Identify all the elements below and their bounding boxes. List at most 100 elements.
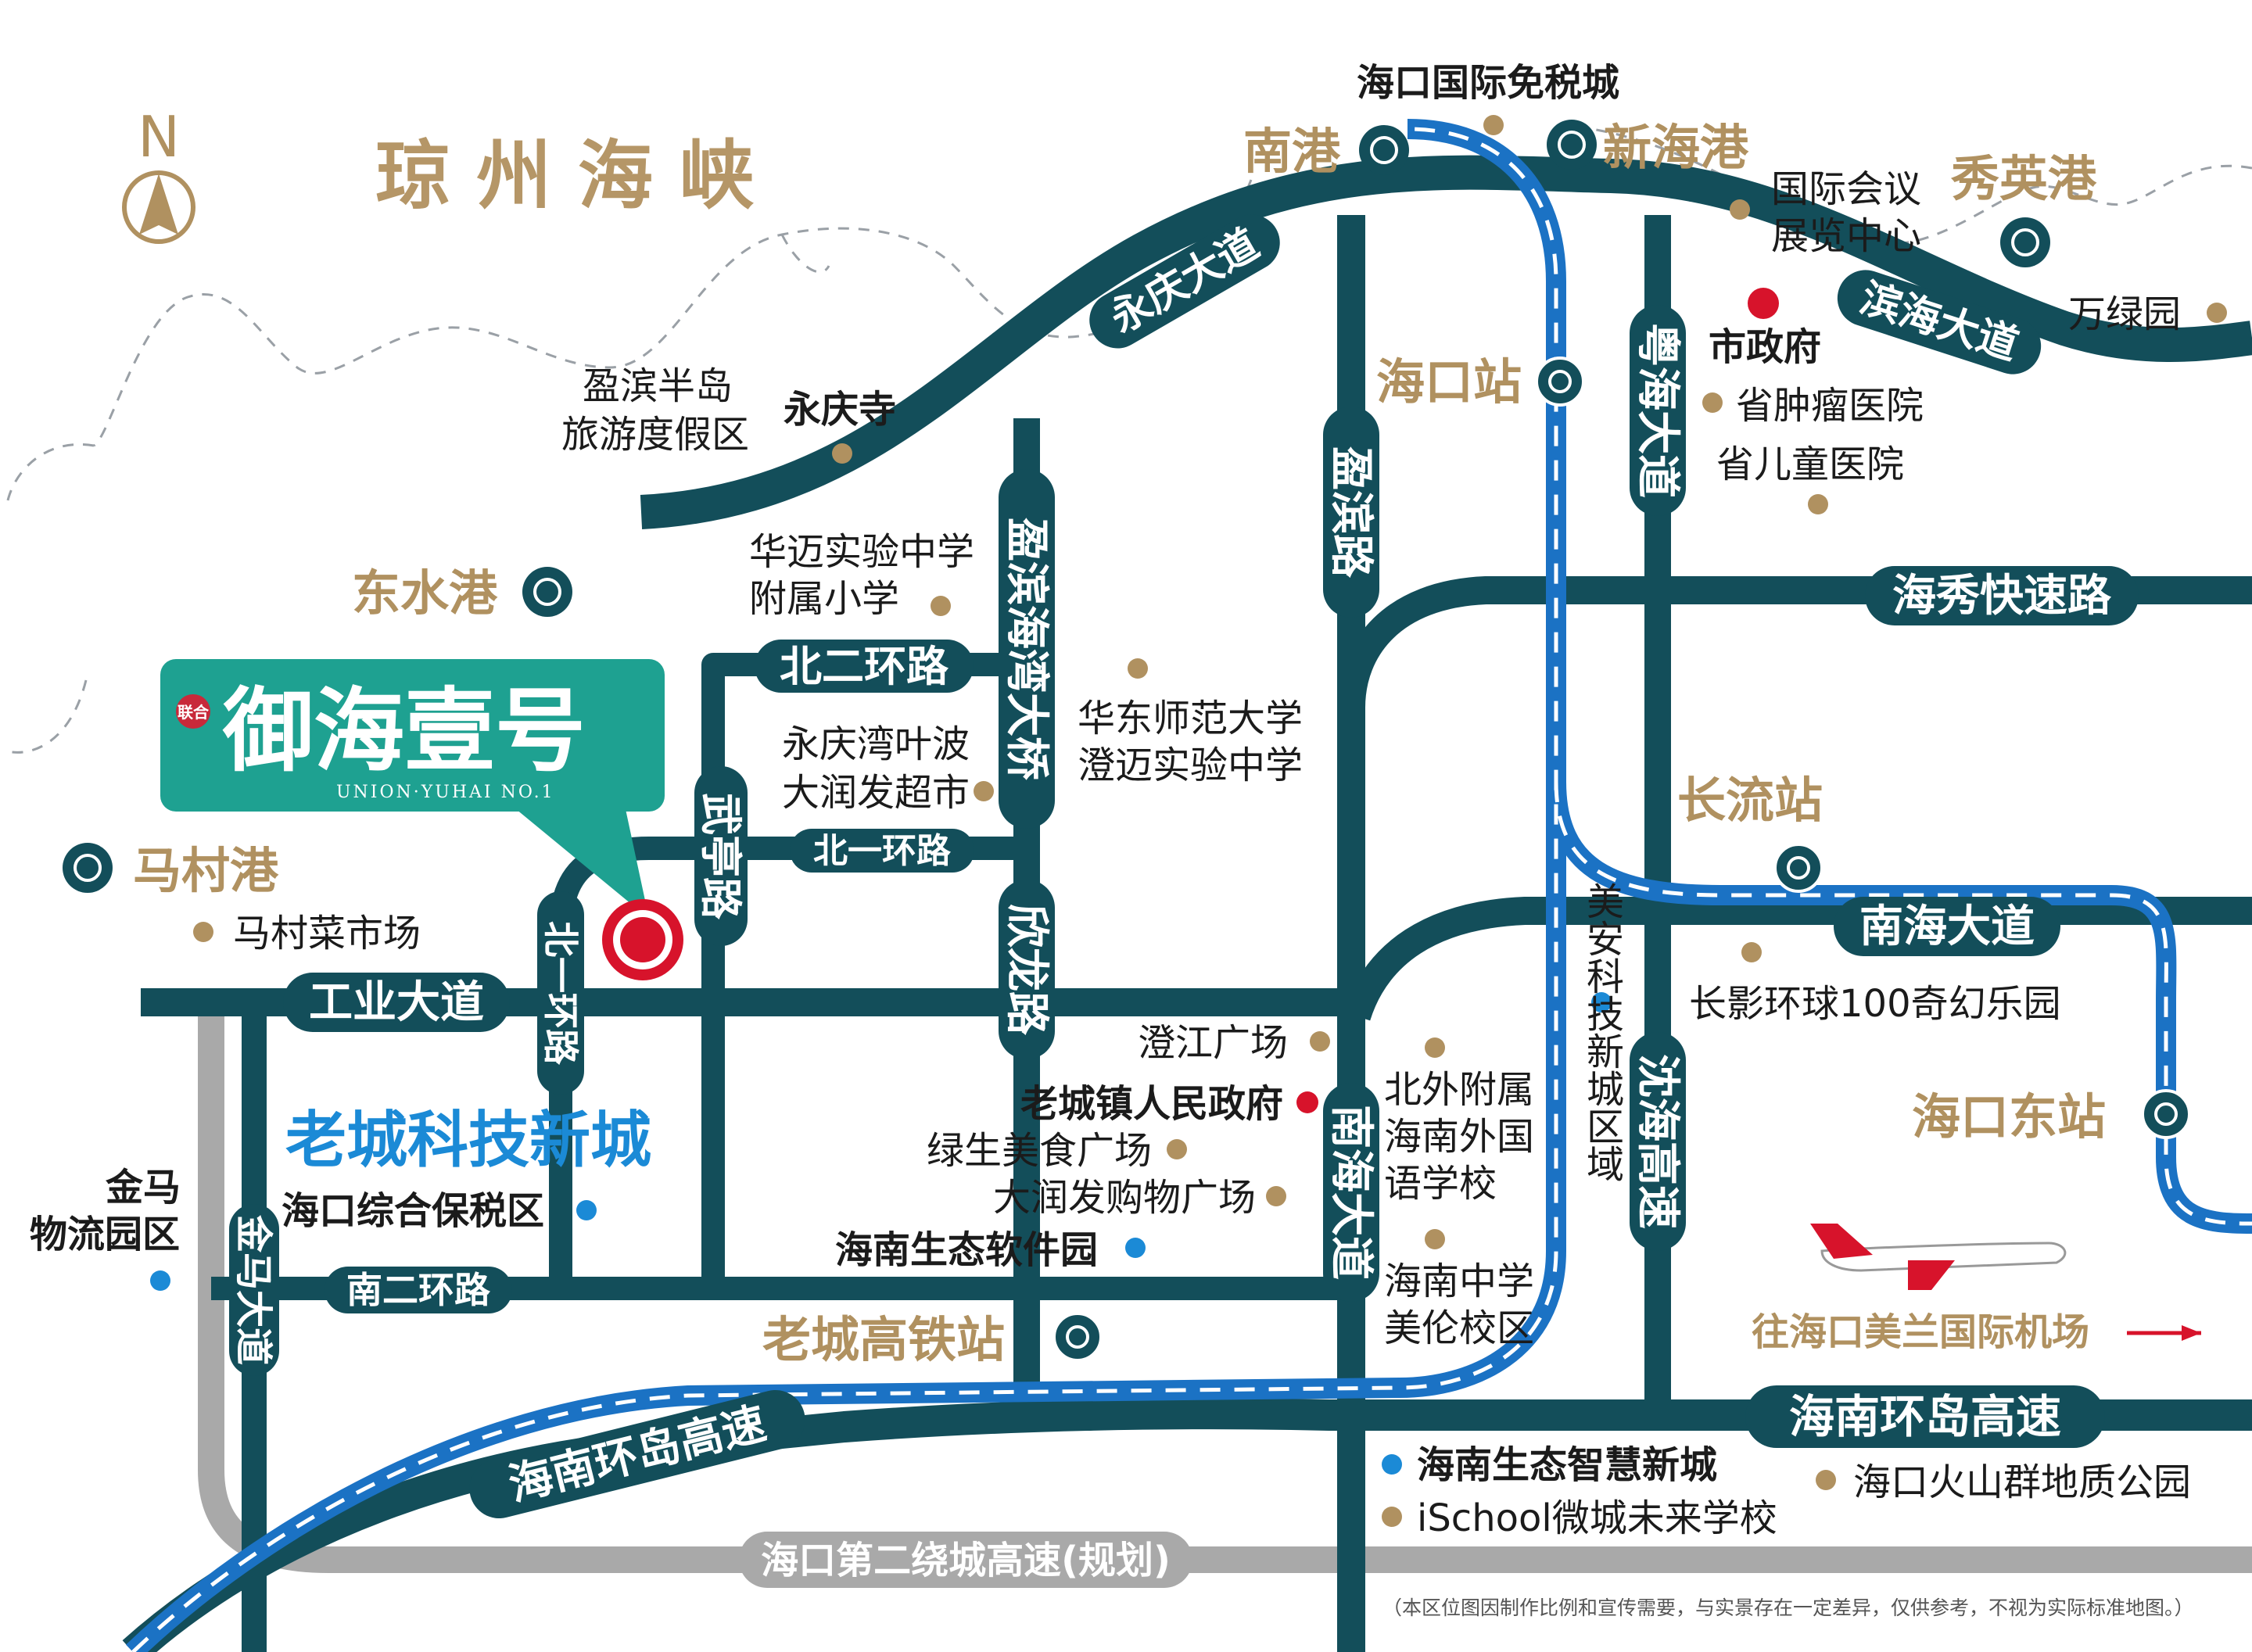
- poi-dot: [1128, 658, 1148, 679]
- poi-dot: [193, 922, 213, 942]
- poi-dot: [1702, 392, 1723, 413]
- sea-name: 琼 州 海 峡: [375, 131, 754, 220]
- poi-dot: [1816, 1470, 1836, 1490]
- station-haikou-east: 海口东站: [1912, 1088, 2191, 1145]
- poi-yingbin-1: 盈滨半岛: [583, 364, 733, 408]
- port-xiuyinggang: 秀英港: [1950, 150, 2097, 267]
- poi-lvsheng: 绿生美食广场: [927, 1129, 1152, 1173]
- poi-dot: [931, 596, 951, 616]
- stations: 海口站 长流站 海口东站 老城高铁站: [762, 353, 2191, 1368]
- poi-jinma-1: 金马: [105, 1166, 181, 1209]
- ports: 南港 新海港 秀英港 东水港 马村港: [63, 119, 2097, 899]
- poi-huamai-2: 附属小学: [749, 577, 899, 621]
- road-nanhai-v-label: 南海大道: [1325, 1105, 1376, 1280]
- poi-laocheng-tech: 老城科技新城: [285, 1106, 651, 1176]
- poi-dot: [832, 443, 852, 464]
- poi-dot: [1266, 1186, 1286, 1206]
- poi-jinma-2: 物流园区: [30, 1213, 180, 1256]
- station-haikou: 海口站: [1376, 353, 1585, 410]
- poi-dot-blue: [1591, 992, 1612, 1012]
- star-icon: [1748, 288, 1779, 319]
- anchor-wheel-icon: [74, 854, 102, 882]
- poi-beiwai-3: 语学校: [1384, 1162, 1497, 1206]
- poi-dot: [1483, 115, 1504, 135]
- train-station-icon: [2154, 1102, 2178, 1126]
- road-second-ring-label: 海口第二绕城高速(规划): [761, 1539, 1171, 1582]
- train-station-icon: [1548, 370, 1572, 393]
- poi-dot: [1808, 494, 1828, 514]
- poi-dot-blue: [1125, 1238, 1146, 1258]
- poi-dot: [1425, 1229, 1445, 1249]
- poi-yingbin-2: 旅游度假区: [561, 413, 749, 457]
- svg-text:海口东站: 海口东站: [1912, 1088, 2106, 1145]
- train-station-icon: [1787, 856, 1810, 880]
- road-beiyi-v-label: 北一环路: [540, 921, 582, 1066]
- road-wuting-label: 武亭路: [696, 793, 745, 920]
- port-macungang: 马村港: [63, 842, 279, 899]
- poi-wanlvyuan: 万绿园: [2068, 292, 2181, 336]
- airplane-icon: [1810, 1224, 2067, 1290]
- poi-dot-blue: [1382, 1454, 1402, 1475]
- svg-text:秀英港: 秀英港: [1950, 150, 2097, 207]
- road-ring-island-e-label: 海南环岛高速: [1789, 1390, 2061, 1443]
- poi-dot: [1167, 1139, 1187, 1159]
- poi-tumor-hospital: 省肿瘤医院: [1736, 384, 1924, 428]
- project-logo: 联合 御海壹号 UNION·YUHAI NO.1: [160, 659, 665, 919]
- poi-dot: [1382, 1507, 1402, 1527]
- poi-dot-blue: [150, 1270, 170, 1291]
- port-nangang: 南港: [1243, 123, 1409, 180]
- rail-line: [126, 119, 2252, 1652]
- road-beier-label: 北二环路: [780, 642, 949, 691]
- road-yinbin-label: 盈滨路: [1325, 446, 1376, 579]
- poi-hainan-middle-1: 海南中学: [1384, 1260, 1534, 1303]
- project-marker-icon: [602, 899, 683, 980]
- poi-city-gov: 市政府: [1709, 325, 1821, 369]
- poi-eco-software: 海南生态软件园: [835, 1228, 1098, 1272]
- poi-yebo-2: 大润发超市: [782, 771, 970, 815]
- points-of-interest: 海口国际免税城 国际会议 展览中心 万绿园 市政府 省肿瘤医院 省儿童医院 盈滨…: [30, 61, 2227, 1540]
- disclaimer: （本区位图因制作比例和宣传需要，与实景存在一定差异，仅供参考，不视为实际标准地图…: [1382, 1596, 2194, 1619]
- poi-convention-2: 展览中心: [1771, 214, 1921, 258]
- station-changliu: 长流站: [1677, 772, 1823, 893]
- poi-bonded-zone: 海口综合保税区: [282, 1189, 544, 1233]
- poi-dot: [1730, 199, 1750, 220]
- poi-dot-blue: [576, 1200, 597, 1220]
- poi-dot: [2207, 303, 2227, 323]
- logo-name: 御海壹号: [222, 678, 586, 784]
- poi-meian: 美安科技新城区域: [1580, 882, 1623, 1182]
- poi-huamai-1: 华迈实验中学: [749, 530, 974, 574]
- anchor-wheel-icon: [533, 578, 561, 606]
- svg-text:长流站: 长流站: [1677, 772, 1823, 829]
- logo-english: UNION·YUHAI NO.1: [336, 783, 555, 802]
- star-icon: [1296, 1091, 1318, 1113]
- arrow-head-icon: [2182, 1325, 2201, 1341]
- poi-yongqing-temple: 永庆寺: [784, 388, 896, 432]
- svg-text:海口站: 海口站: [1376, 353, 1522, 410]
- logo-badge: 联合: [178, 703, 210, 722]
- svg-text:东水港: 东水港: [352, 564, 498, 622]
- poi-beiwai-2: 海南外国: [1384, 1115, 1534, 1159]
- train-station-icon: [1066, 1325, 1089, 1349]
- poi-chengjiang-square: 澄江广场: [1138, 1021, 1288, 1065]
- poi-dot: [1425, 1037, 1445, 1058]
- anchor-wheel-icon: [2011, 228, 2039, 256]
- poi-hainan-middle-2: 美伦校区: [1384, 1306, 1534, 1350]
- second-ring-road: [198, 1005, 2252, 1573]
- north-arrow-icon: N: [122, 104, 195, 244]
- road-beiyi-h-label: 北一环路: [813, 831, 952, 871]
- anchor-wheel-icon: [1370, 136, 1398, 164]
- station-laocheng-hsr: 老城高铁站: [762, 1311, 1103, 1368]
- poi-yebo-1: 永庆湾叶波: [782, 722, 970, 766]
- road-haixiu-label: 海秀快速路: [1892, 571, 2112, 622]
- anchor-wheel-icon: [1558, 131, 1586, 159]
- poi-macun-market: 马村菜市场: [233, 912, 421, 955]
- svg-text:南港: 南港: [1243, 123, 1341, 180]
- north-letter: N: [138, 104, 180, 170]
- poi-dot: [1310, 1031, 1330, 1052]
- poi-laocheng-gov: 老城镇人民政府: [1020, 1082, 1283, 1126]
- port-xinhaigang: 新海港: [1547, 119, 1749, 176]
- road-xinlong-label: 欣龙路: [1001, 904, 1052, 1036]
- poi-duty-free: 海口国际免税城: [1357, 61, 1619, 105]
- poi-children-hospital: 省儿童医院: [1716, 443, 1904, 486]
- poi-changying: 长影环球100奇幻乐园: [1689, 982, 2061, 1026]
